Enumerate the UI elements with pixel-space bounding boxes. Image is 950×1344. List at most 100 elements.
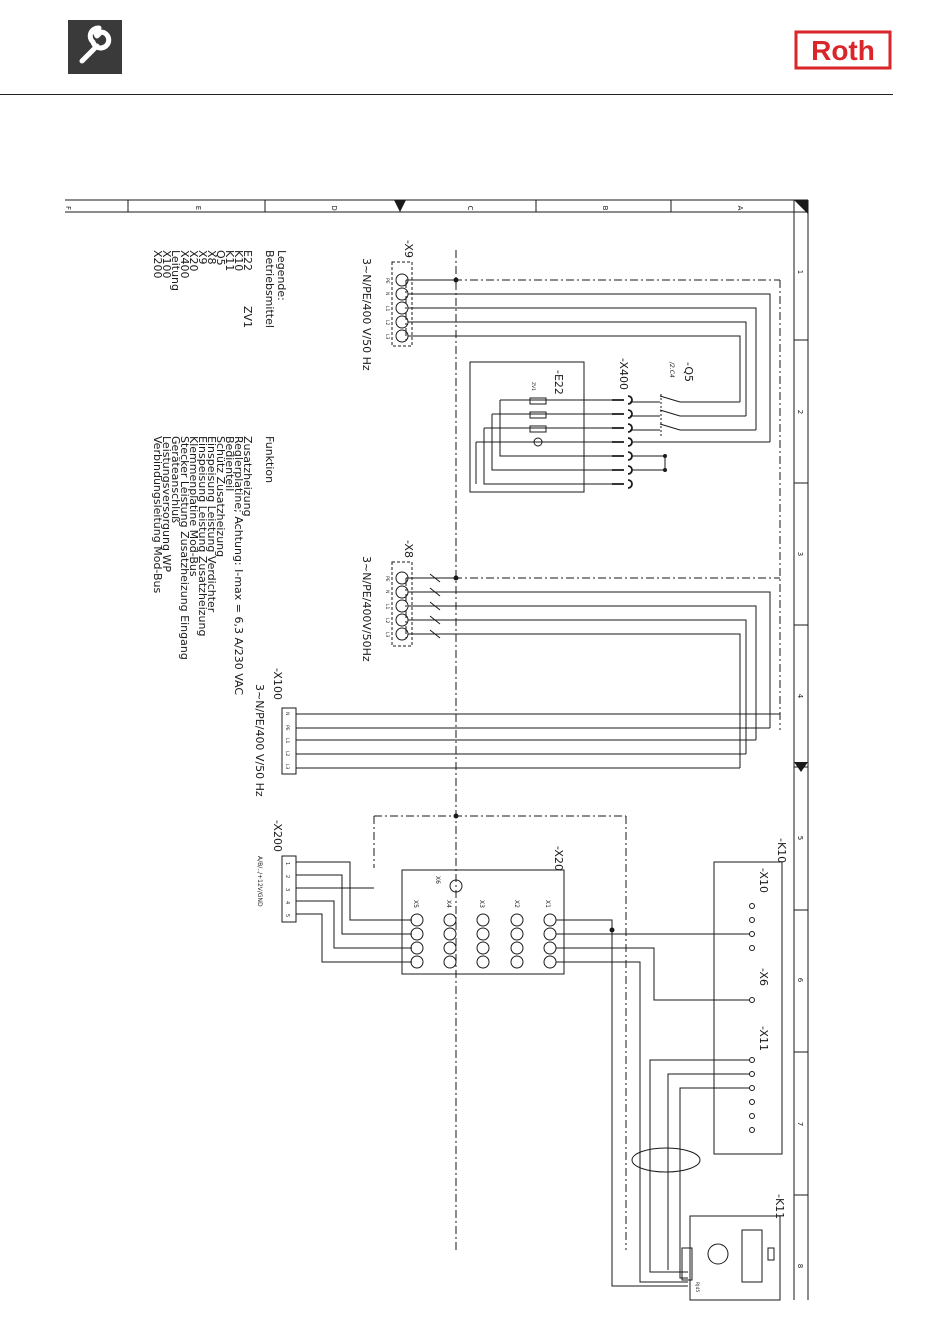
- q5-label: -Q5: [682, 362, 695, 382]
- brand-logo: Roth: [794, 30, 892, 70]
- x200-pin: 2: [284, 875, 290, 878]
- legend-id: Q5: [214, 250, 227, 266]
- pe-lines: [373, 250, 781, 1250]
- legend-id: K11: [223, 250, 236, 271]
- x200-label: -X200: [271, 820, 284, 852]
- column-label: E: [194, 206, 202, 210]
- heater-e22: -E22 ZV1: [469, 361, 612, 493]
- junction-dots: [453, 277, 615, 933]
- x8-pin: N: [384, 590, 390, 593]
- k10-label: -K10: [775, 838, 788, 863]
- legend-id: X400: [178, 250, 191, 279]
- k11-label: -K11: [773, 1194, 786, 1219]
- legend-fn: Einspeisung Leistung Verdichter: [205, 436, 218, 613]
- x8-pin: L3: [384, 632, 390, 638]
- row-label: 3: [796, 552, 804, 556]
- k10-x11: -X11: [757, 1026, 770, 1051]
- x400-label: -X400: [617, 358, 630, 390]
- k10-x6: -X6: [757, 968, 770, 986]
- x9-label: -X9: [402, 240, 415, 258]
- row-label: 7: [796, 1122, 804, 1126]
- terminal-x9: -X9 3~N/PE/400 V/50 Hz PE N L1 L2 L3: [360, 240, 415, 371]
- row-label: 1: [796, 270, 804, 274]
- x100-pin: PE: [284, 725, 290, 731]
- legend-fn: Leistungsversorgung WP: [160, 436, 173, 572]
- x9-pin: PE: [384, 278, 390, 284]
- board-x20: -X20 X6 X1 X2 X3 X4 X5: [401, 846, 750, 1287]
- x20-group: X2: [513, 900, 520, 908]
- legend-fn: Schütz Zusatzheizung: [214, 436, 227, 557]
- x100-spec: 3~N/PE/400 V/50 Hz: [253, 684, 266, 797]
- header-divider: [0, 94, 893, 95]
- legend-id: X200: [151, 250, 164, 279]
- legend-fn: Klemmenplatine Mod-Bus: [187, 436, 200, 577]
- x20-label: -X20: [552, 846, 565, 871]
- legend-fn: Stecker Leistung Zusatzheizung Eingang: [178, 436, 191, 660]
- column-label: A: [736, 206, 744, 211]
- x8-wires: [408, 573, 771, 768]
- row-label: 8: [796, 1264, 804, 1268]
- x200-pin: 5: [284, 914, 290, 917]
- row-label: 2: [796, 410, 804, 414]
- plug-x400: -X400: [612, 358, 770, 489]
- x100-label: -X100: [271, 668, 284, 700]
- terminal-x100: -X100 3~N/PE/400 V/50 Hz N PE L1 L2 L3: [253, 668, 780, 797]
- legend-fn: Zusatzheizung: [241, 436, 254, 517]
- column-label: C: [466, 206, 474, 211]
- legend-zv1: ZV1: [241, 306, 254, 328]
- x20-group: X5: [412, 900, 419, 908]
- terminal-x8: -X8 3~N/PE/400V/50Hz PE N L1 L2 L3: [360, 540, 415, 662]
- page-header: Roth: [0, 0, 950, 96]
- x200-spec: A/B/../+12V/GND: [256, 856, 263, 907]
- legend-fn: Geräteanschluß: [169, 436, 182, 523]
- legend: Legende: Betriebsmittel Funktion ZV1 E22…: [151, 250, 288, 695]
- x8-spec: 3~N/PE/400V/50Hz: [360, 556, 373, 662]
- x20-group: X1: [544, 900, 551, 908]
- q5-spec: /2.C4: [668, 361, 675, 378]
- x200-pin: 1: [284, 862, 290, 865]
- legend-id: E22: [241, 250, 254, 271]
- drawing-frame: [65, 199, 809, 1300]
- legend-id: Leitung: [169, 250, 182, 291]
- row-label: 5: [796, 836, 804, 840]
- panel-k11: -K11 RJ45: [681, 1194, 786, 1301]
- legend-col2-header: Funktion: [263, 436, 276, 483]
- wrench-icon: [68, 20, 122, 74]
- k10-x10: -X10: [757, 868, 770, 893]
- x8-label: -X8: [402, 540, 415, 558]
- x100-pin: N: [284, 712, 290, 715]
- x8-pin: PE: [384, 576, 390, 582]
- x9-wires: [408, 279, 771, 442]
- column-labels: F E D C B A: [64, 205, 744, 210]
- legend-id: X8: [205, 250, 218, 265]
- legend-id: X100: [160, 250, 173, 279]
- x100-pin: L1: [284, 738, 290, 744]
- legend-fn: Bedienteil: [223, 436, 236, 491]
- x20-x6: X6: [434, 876, 441, 884]
- legend-fn: Einspeisung Leistung Zusatzheizung: [196, 436, 209, 636]
- legend-col1-header: Betriebsmittel: [263, 250, 276, 328]
- x20-group: X3: [478, 900, 485, 908]
- x8-pin: L1: [384, 604, 390, 610]
- x200-pin: 4: [284, 901, 290, 904]
- row-label: 4: [796, 694, 804, 699]
- e22-sub: ZV1: [530, 382, 536, 391]
- terminal-x200: -X200 A/B/../+12V/GND 1 2 3 4 5: [256, 820, 412, 963]
- x20-group: X4: [445, 900, 452, 908]
- column-label: B: [601, 206, 609, 211]
- column-label: D: [330, 205, 338, 210]
- legend-fn: Verbindungsleitung Mod-Bus: [151, 436, 164, 594]
- legend-title: Legende:: [275, 250, 288, 301]
- e22-label: -E22: [552, 370, 565, 395]
- legend-id: K10: [232, 250, 245, 271]
- brand-text: Roth: [811, 35, 875, 66]
- legend-id: X20: [187, 250, 200, 272]
- x9-spec: 3~N/PE/400 V/50 Hz: [360, 258, 373, 371]
- k11-port: RJ45: [694, 1282, 700, 1292]
- x9-pin: L2: [384, 320, 390, 326]
- x8-pin: L2: [384, 618, 390, 624]
- wiring-diagram: F E D C B A 1 2 3 4 5 6 7 8 -X9 3~N/: [60, 190, 820, 1310]
- row-label: 6: [796, 978, 804, 983]
- x100-pin: L2: [284, 751, 290, 757]
- controller-k10: -K10 -X10 -X6 -X11: [631, 838, 788, 1279]
